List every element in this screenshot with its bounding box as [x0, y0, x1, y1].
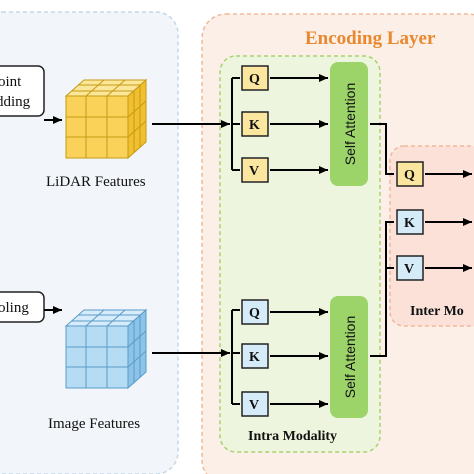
point-embedding-text-1: oint [0, 74, 22, 90]
bottom-v-box [241, 391, 269, 417]
bottom-self-attention-block [330, 296, 368, 418]
top-k-box [241, 111, 269, 137]
inter-q-box [396, 161, 424, 187]
pooling-box [0, 291, 45, 323]
top-q-label: Q [249, 72, 260, 87]
inter-modality-panel [389, 145, 474, 327]
bottom-v-label: V [249, 398, 259, 413]
bottom-q-label: Q [249, 306, 260, 321]
intra-modality-label: Intra Modality [248, 429, 337, 444]
image-features-label: Image Features [48, 416, 140, 432]
inter-q-label: Q [404, 168, 415, 183]
inter-connect-lines [370, 123, 394, 357]
bottom-k-box [241, 343, 269, 369]
top-q-box [241, 65, 269, 91]
top-self-attention-block [330, 62, 368, 186]
encoding-layer-title: Encoding Layer [305, 28, 436, 49]
bottom-branch-lines [231, 309, 240, 405]
inter-k-label: K [404, 216, 415, 231]
top-k-label: K [249, 118, 260, 133]
top-branch-lines [231, 77, 240, 171]
image-feature-cube [64, 308, 148, 390]
inter-modality-label: Inter Mo [410, 304, 464, 319]
top-v-box [241, 157, 269, 183]
bottom-self-attention-label: Self Attention [342, 316, 358, 399]
point-embedding-text-2: dding [0, 94, 31, 110]
inter-v-label: V [404, 262, 414, 277]
top-self-attention-label: Self Attention [342, 83, 358, 166]
bottom-q-box [241, 299, 269, 325]
bottom-k-label: K [249, 350, 260, 365]
top-v-label: V [249, 164, 259, 179]
lidar-feature-cube [64, 78, 148, 160]
lidar-features-label: LiDAR Features [46, 174, 146, 190]
inter-v-box [396, 255, 424, 281]
inter-k-box [396, 209, 424, 235]
point-embedding-box [0, 65, 45, 117]
pooling-text: oling [0, 300, 29, 316]
